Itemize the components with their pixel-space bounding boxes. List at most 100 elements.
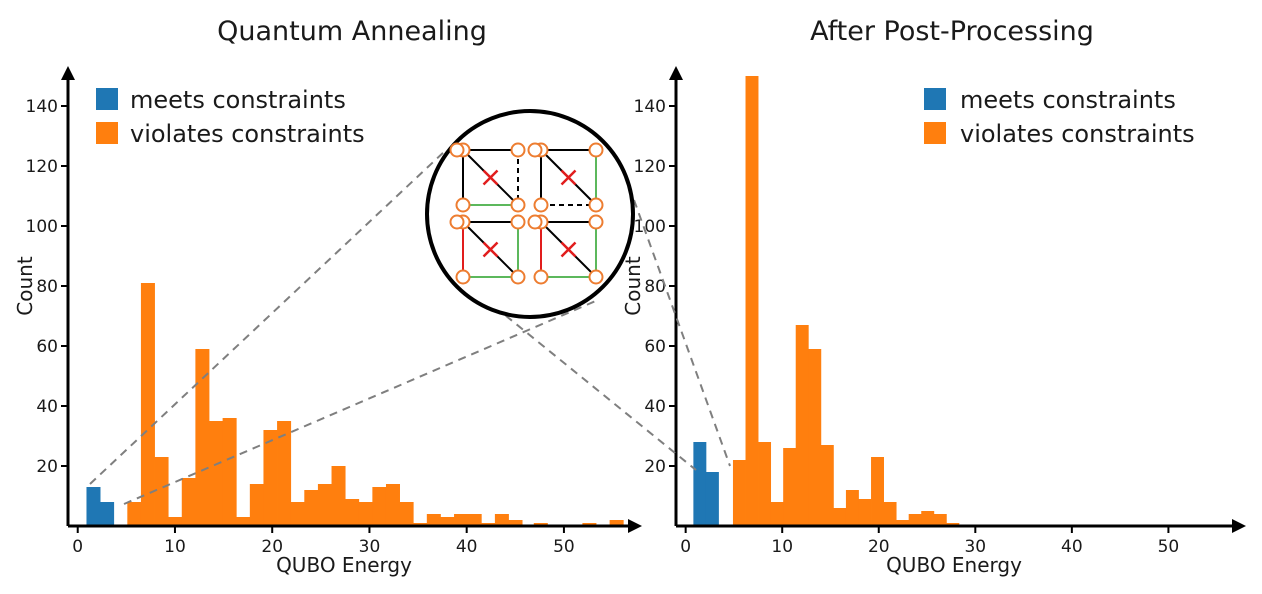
y-tick-label: 80 bbox=[644, 277, 666, 297]
inset-subgraphs bbox=[449, 142, 604, 285]
bar-violates-constraints bbox=[758, 442, 772, 526]
bar-violates-constraints bbox=[195, 349, 210, 526]
bar-violates-constraints bbox=[249, 484, 264, 526]
bars bbox=[693, 76, 960, 526]
x-tick-label: 50 bbox=[1158, 537, 1180, 557]
y-tick-label: 100 bbox=[634, 217, 666, 237]
bar-violates-constraints bbox=[858, 499, 872, 526]
inset-node bbox=[533, 269, 549, 285]
bar-violates-constraints bbox=[399, 502, 414, 526]
bar-violates-constraints bbox=[317, 484, 332, 526]
bar-violates-constraints bbox=[770, 502, 784, 526]
x-axis-arrow bbox=[628, 519, 642, 533]
legend-swatch-violates bbox=[924, 122, 946, 144]
x-tick-label: 20 bbox=[261, 537, 283, 557]
legend: meets constraints violates constraints bbox=[924, 86, 1195, 148]
bar-meets-constraints bbox=[86, 487, 101, 526]
bar-violates-constraints bbox=[454, 514, 469, 526]
bar-violates-constraints bbox=[732, 460, 746, 526]
inset-node bbox=[588, 214, 604, 230]
chart-title: Quantum Annealing bbox=[217, 16, 487, 47]
inset-cross-mark bbox=[482, 169, 499, 186]
bar-violates-constraints bbox=[168, 517, 183, 526]
y-tick-label: 140 bbox=[26, 97, 58, 117]
y-tick-label: 60 bbox=[36, 337, 58, 357]
y-axis-label: Count bbox=[621, 256, 645, 316]
y-tick-label: 60 bbox=[644, 337, 666, 357]
bar-violates-constraints bbox=[385, 484, 400, 526]
bar-violates-constraints bbox=[209, 421, 224, 526]
bar-violates-constraints bbox=[236, 517, 251, 526]
x-tick-label: 30 bbox=[359, 537, 381, 557]
x-tick-label: 20 bbox=[868, 537, 890, 557]
bar-meets-constraints bbox=[100, 502, 115, 526]
y-tick-label: 100 bbox=[26, 217, 58, 237]
bar-violates-constraints bbox=[494, 514, 509, 526]
inset-node bbox=[588, 269, 604, 285]
y-tick-label: 120 bbox=[634, 157, 666, 177]
x-axis-label: QUBO Energy bbox=[886, 553, 1022, 577]
inset-node bbox=[510, 269, 526, 285]
bar-violates-constraints bbox=[609, 520, 624, 526]
legend-label-meets: meets constraints bbox=[960, 86, 1176, 114]
bar-violates-constraints bbox=[222, 418, 237, 526]
x-tick-label: 10 bbox=[771, 537, 793, 557]
inset-node bbox=[455, 197, 471, 213]
legend-label-meets: meets constraints bbox=[130, 86, 346, 114]
bar-violates-constraints bbox=[140, 283, 155, 526]
bar-violates-constraints bbox=[358, 502, 373, 526]
bar-violates-constraints bbox=[372, 487, 387, 526]
x-tick-label: 10 bbox=[164, 537, 186, 557]
y-axis-arrow bbox=[669, 66, 683, 80]
zoom-line bbox=[89, 149, 447, 485]
bar-meets-constraints bbox=[705, 472, 719, 526]
inset-graph-magnifier bbox=[425, 109, 635, 319]
y-tick-label: 140 bbox=[634, 97, 666, 117]
y-tick-label: 40 bbox=[36, 397, 58, 417]
bar-violates-constraints bbox=[263, 430, 278, 526]
x-tick-label: 0 bbox=[72, 537, 83, 557]
x-tick-label: 0 bbox=[680, 537, 691, 557]
inset-node bbox=[527, 214, 543, 230]
inset-cross-mark bbox=[560, 241, 577, 258]
bar-violates-constraints bbox=[154, 457, 169, 526]
bar-violates-constraints bbox=[181, 478, 196, 526]
legend-swatch-violates bbox=[96, 122, 118, 144]
bar-violates-constraints bbox=[304, 490, 319, 526]
inset-cross-mark bbox=[482, 241, 499, 258]
inset-node bbox=[510, 214, 526, 230]
bar-violates-constraints bbox=[871, 457, 884, 526]
bar-violates-constraints bbox=[331, 466, 346, 526]
bar-violates-constraints bbox=[467, 514, 482, 526]
x-axis-label: QUBO Energy bbox=[276, 553, 412, 577]
bar-violates-constraints bbox=[808, 349, 822, 526]
bar-violates-constraints bbox=[440, 517, 455, 526]
legend-label-violates: violates constraints bbox=[130, 120, 365, 148]
bar-violates-constraints bbox=[883, 502, 897, 526]
bar-violates-constraints bbox=[277, 421, 292, 526]
bar-violates-constraints bbox=[345, 499, 360, 526]
inset-node bbox=[449, 214, 465, 230]
legend-swatch-meets bbox=[96, 88, 118, 110]
bar-violates-constraints bbox=[921, 511, 935, 526]
inset-node bbox=[455, 269, 471, 285]
bar-violates-constraints bbox=[745, 76, 759, 526]
inset-node bbox=[527, 142, 543, 158]
bar-meets-constraints bbox=[693, 442, 707, 526]
bar-violates-constraints bbox=[908, 514, 922, 526]
magnifier-circle bbox=[425, 109, 635, 319]
y-tick-label: 80 bbox=[36, 277, 58, 297]
bar-violates-constraints bbox=[795, 325, 809, 526]
legend-swatch-meets bbox=[924, 88, 946, 110]
inset-node bbox=[510, 142, 526, 158]
bars bbox=[86, 283, 624, 526]
zoom-line bbox=[123, 299, 599, 505]
legend-label-violates: violates constraints bbox=[960, 120, 1195, 148]
inset-node bbox=[588, 197, 604, 213]
inset-node bbox=[510, 197, 526, 213]
y-tick-label: 40 bbox=[644, 397, 666, 417]
inset-cross-mark bbox=[560, 169, 577, 186]
